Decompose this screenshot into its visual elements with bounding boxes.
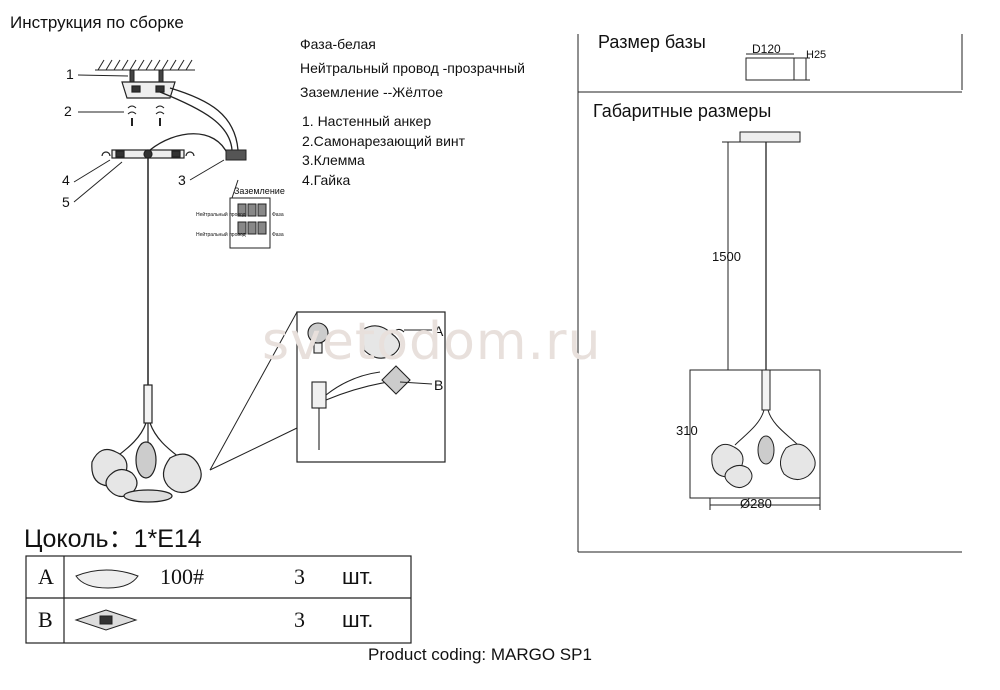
part-item-4: 4.Гайка xyxy=(302,172,351,188)
table-row-b-letter: B xyxy=(38,607,53,632)
detail-label-a: A xyxy=(434,323,444,339)
callout-leaders xyxy=(73,74,225,203)
base-height-label: H25 xyxy=(806,49,827,61)
pendant-lamp xyxy=(91,384,202,503)
wire-neutral-label: Нейтральный провод -прозрачный xyxy=(300,60,525,76)
terminal-neutral-label: Нейтральный провод xyxy=(196,212,246,218)
callout-2: 2 xyxy=(64,103,72,119)
terminal-ground-label: Заземление xyxy=(234,186,285,196)
callout-5: 5 xyxy=(62,194,70,210)
wire-phase-label: Фаза-белая xyxy=(300,36,376,52)
table-row-b-unit: шт. xyxy=(342,607,374,632)
socket-label-text: Цоколь： xyxy=(24,525,134,553)
overall-size-title: Габаритные размеры xyxy=(593,101,772,121)
self-tapping-screws xyxy=(127,105,165,126)
parts-table-grid xyxy=(25,555,412,644)
callout-1: 1 xyxy=(66,66,74,82)
table-row-a-code: 100# xyxy=(160,564,204,589)
part-item-3: 3.Клемма xyxy=(302,152,365,168)
terminal-clamp xyxy=(225,149,247,161)
detail-contents xyxy=(307,322,433,450)
callout-4: 4 xyxy=(62,172,70,188)
part-b-icon xyxy=(74,609,138,631)
terminal-phase-label-2: Фаза xyxy=(272,232,284,238)
watermark: svetodom.ru xyxy=(262,312,602,372)
terminal-neutral-label-2: Нейтральный провод xyxy=(196,232,246,238)
supply-wires xyxy=(149,87,239,156)
terminal-block xyxy=(229,179,271,249)
cross-bar xyxy=(101,149,195,159)
ceiling-hatch xyxy=(95,59,195,71)
page-title: Инструкция по сборке xyxy=(10,13,184,32)
base-diameter-label: D120 xyxy=(752,42,781,56)
base-size-drawing xyxy=(745,53,810,81)
callout-3: 3 xyxy=(178,172,186,188)
detail-leaders xyxy=(209,311,298,471)
product-coding: Product coding: MARGO SP1 xyxy=(368,645,592,664)
table-row-a-letter: A xyxy=(38,564,54,589)
wire-ground-label: Заземление --Жёлтое xyxy=(300,84,443,100)
table-row-b-qty: 3 xyxy=(294,607,305,632)
part-item-1: 1. Настенный анкер xyxy=(302,113,432,129)
part-a-icon xyxy=(75,569,139,589)
right-frame xyxy=(577,34,963,553)
height-label: 310 xyxy=(676,423,698,438)
cable-length-label: 1500 xyxy=(712,249,741,264)
socket-label: Цоколь：1*E14 xyxy=(24,519,202,555)
diameter-label: Ø280 xyxy=(740,496,772,511)
wall-anchors xyxy=(129,69,164,83)
detail-label-b: B xyxy=(434,377,444,393)
overall-size-drawing xyxy=(689,131,821,510)
table-row-a-unit: шт. xyxy=(342,564,374,589)
base-size-title: Размер базы xyxy=(598,32,706,52)
socket-value: 1*E14 xyxy=(133,525,202,553)
terminal-phase-label: Фаза xyxy=(272,212,284,218)
mounting-bracket xyxy=(121,81,176,99)
part-item-2: 2.Самонарезающий винт xyxy=(302,133,466,149)
table-row-a-qty: 3 xyxy=(294,564,305,589)
